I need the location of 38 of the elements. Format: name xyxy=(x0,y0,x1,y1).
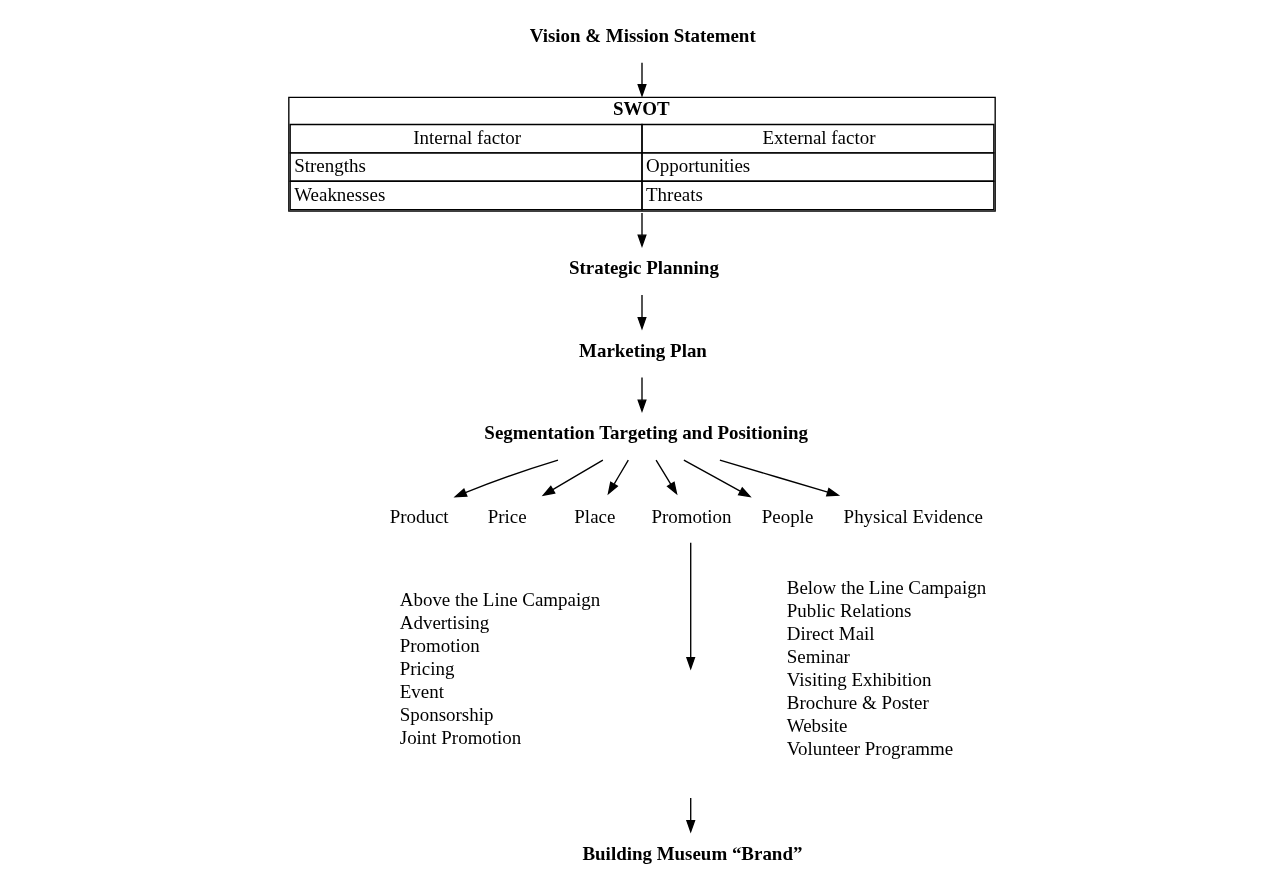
label: Advertising xyxy=(399,612,490,634)
label: Event xyxy=(399,681,444,703)
arrow xyxy=(453,459,559,498)
label: Seminar xyxy=(786,646,850,668)
arrow xyxy=(637,376,647,414)
node-text: Physical Evidence xyxy=(843,506,983,528)
arrow xyxy=(541,459,604,497)
node-text: Promotion xyxy=(651,506,732,528)
label: Visiting Exhibition xyxy=(786,669,932,691)
arrow xyxy=(637,212,647,249)
node-text: Marketing Plan xyxy=(579,339,707,361)
label: Website xyxy=(786,715,848,737)
arrow xyxy=(637,62,647,98)
label: Direct Mail xyxy=(786,623,875,645)
label: Volunteer Programme xyxy=(786,738,954,760)
node-text: Segmentation Targeting and Positioning xyxy=(484,422,808,444)
node-text: Vision & Mission Statement xyxy=(529,24,756,46)
arrow xyxy=(655,459,678,496)
node-text: Place xyxy=(574,506,616,528)
arrow xyxy=(607,459,629,496)
label: Brochure & Poster xyxy=(786,692,929,714)
arrow xyxy=(685,542,696,671)
node-text: Building Museum “Brand” xyxy=(582,842,803,864)
node-text: Product xyxy=(389,506,449,528)
arrow xyxy=(683,459,752,498)
node-text: People xyxy=(761,506,814,528)
label: Public Relations xyxy=(786,600,912,622)
node-text: Strategic Planning xyxy=(568,257,719,279)
node-text: Price xyxy=(487,506,527,528)
arrow xyxy=(685,797,696,834)
label: Below the Line Campaign xyxy=(786,577,987,599)
label: Promotion xyxy=(399,635,480,657)
label: Pricing xyxy=(399,658,455,680)
label: Sponsorship xyxy=(399,704,494,726)
arrow xyxy=(719,459,841,497)
arrow xyxy=(637,294,647,331)
label: Joint Promotion xyxy=(399,727,522,749)
label: Above the Line Campaign xyxy=(399,589,601,611)
